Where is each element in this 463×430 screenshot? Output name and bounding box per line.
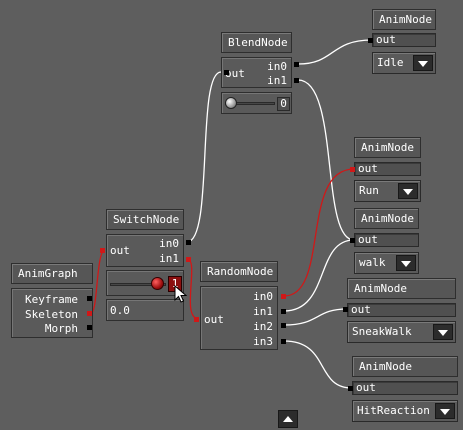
animnode-hitreaction-clip-select[interactable]: HitReaction bbox=[352, 400, 458, 422]
switchnode-port-out[interactable] bbox=[100, 248, 105, 253]
wire-random-to-switch-in1 bbox=[186, 258, 200, 320]
switchnode-toggle-track[interactable] bbox=[110, 283, 166, 286]
randomnode-in0-label: in0 bbox=[253, 290, 273, 303]
switchnode-number-value[interactable]: 0.0 bbox=[110, 304, 130, 317]
animgraph-port-morph[interactable] bbox=[87, 325, 92, 330]
switchnode-port-in0[interactable] bbox=[186, 240, 191, 245]
blendnode-in1-label: in1 bbox=[267, 74, 287, 87]
switchnode-toggle-row: 1 bbox=[106, 270, 184, 296]
switchnode-out-label: out bbox=[110, 244, 130, 257]
animnode-run-port-out[interactable] bbox=[350, 167, 355, 172]
randomnode-title[interactable]: RandomNode bbox=[200, 261, 278, 282]
chevron-down-icon[interactable] bbox=[433, 324, 453, 340]
cursor-arrow-icon bbox=[174, 285, 188, 303]
animnode-walk-title[interactable]: AnimNode bbox=[354, 208, 419, 229]
blendnode-slider-value[interactable]: 0 bbox=[277, 97, 290, 111]
record-dot-icon[interactable] bbox=[151, 277, 164, 290]
wire-hitreaction-to-random-in3 bbox=[283, 340, 353, 389]
animgraph-port-label-keyframe: Keyframe bbox=[25, 293, 78, 306]
switchnode-in0-label: in0 bbox=[159, 237, 179, 250]
animnode-run-title[interactable]: AnimNode bbox=[354, 137, 421, 158]
animnode-idle-port-out[interactable] bbox=[368, 38, 373, 43]
animgraph-port-skeleton[interactable] bbox=[87, 311, 92, 316]
switchnode-number-row: 0.0 bbox=[106, 299, 184, 321]
chevron-down-icon[interactable] bbox=[435, 403, 455, 419]
animnode-walk-port-out[interactable] bbox=[350, 238, 355, 243]
blendnode-in0-label: in0 bbox=[267, 60, 287, 73]
animnode-hitreaction-port-out[interactable] bbox=[348, 386, 353, 391]
animnode-walk-clip-select[interactable]: walk bbox=[354, 252, 419, 274]
wire-idle-to-blend-in0 bbox=[297, 39, 373, 65]
animgraph-port-keyframe[interactable] bbox=[87, 296, 92, 301]
chevron-down-icon[interactable] bbox=[398, 183, 418, 199]
blendnode-port-in0[interactable] bbox=[294, 62, 299, 67]
wire-blend-to-switch-in0 bbox=[186, 71, 222, 243]
animnode-walk-out: out bbox=[354, 233, 419, 247]
switchnode-title[interactable]: SwitchNode bbox=[106, 209, 184, 230]
randomnode-in2-label: in2 bbox=[253, 320, 273, 333]
animgraph-title[interactable]: AnimGraph bbox=[11, 263, 93, 284]
blendnode-slider-row: 0 bbox=[221, 92, 292, 114]
wire-walk-to-random-in1 bbox=[283, 239, 355, 312]
chevron-up-icon bbox=[283, 416, 293, 422]
randomnode-out-label: out bbox=[204, 313, 224, 326]
chevron-down-icon[interactable] bbox=[396, 255, 416, 271]
wire-sneakwalk-to-random-in2 bbox=[283, 308, 348, 326]
randomnode-body[interactable]: out in0 in1 in2 in3 bbox=[200, 286, 278, 350]
wire-run-to-random-in0 bbox=[283, 168, 355, 297]
randomnode-in1-label: in1 bbox=[253, 305, 273, 318]
blendnode-out-label: out bbox=[225, 67, 245, 80]
animnode-sneakwalk-port-out[interactable] bbox=[343, 307, 348, 312]
blendnode-slider-knob[interactable] bbox=[225, 97, 237, 109]
wire-switch-to-skeleton bbox=[90, 249, 106, 314]
blendnode-port-in1[interactable] bbox=[294, 78, 299, 83]
animgraph-body[interactable]: Keyframe Skeleton Morph bbox=[11, 288, 93, 338]
randomnode-port-in0[interactable] bbox=[281, 294, 286, 299]
animnode-sneakwalk-title[interactable]: AnimNode bbox=[347, 278, 456, 299]
animnode-idle-clip-select[interactable]: Idle bbox=[372, 52, 436, 74]
animnode-idle-out: out bbox=[372, 33, 436, 47]
blendnode-port-out[interactable] bbox=[224, 70, 229, 75]
animgraph-port-label-morph: Morph bbox=[44, 322, 78, 335]
randomnode-port-in3[interactable] bbox=[281, 339, 286, 344]
blendnode-title[interactable]: BlendNode bbox=[221, 32, 292, 53]
blendnode-body[interactable]: out in0 in1 bbox=[221, 57, 292, 88]
animnode-hitreaction-title[interactable]: AnimNode bbox=[352, 356, 458, 377]
switchnode-body[interactable]: out in0 in1 bbox=[106, 234, 184, 267]
chevron-down-icon[interactable] bbox=[413, 55, 433, 71]
animnode-idle-title[interactable]: AnimNode bbox=[372, 9, 436, 30]
animnode-run-clip-select[interactable]: Run bbox=[354, 180, 421, 202]
randomnode-port-out[interactable] bbox=[194, 317, 199, 322]
animnode-run-out: out bbox=[354, 162, 421, 176]
randomnode-port-in1[interactable] bbox=[281, 309, 286, 314]
switchnode-port-in1[interactable] bbox=[186, 257, 191, 262]
animnode-sneakwalk-clip-select[interactable]: SneakWalk bbox=[347, 321, 456, 343]
randomnode-port-in2[interactable] bbox=[281, 323, 286, 328]
scroll-up-button[interactable] bbox=[278, 410, 298, 428]
switchnode-in1-label: in1 bbox=[159, 252, 179, 265]
animgraph-port-label-skeleton: Skeleton bbox=[25, 308, 78, 321]
animnode-hitreaction-out: out bbox=[352, 381, 458, 395]
animnode-sneakwalk-out: out bbox=[347, 303, 456, 317]
wire-walk-to-blend-in1 bbox=[297, 79, 355, 241]
randomnode-in3-label: in3 bbox=[253, 335, 273, 348]
